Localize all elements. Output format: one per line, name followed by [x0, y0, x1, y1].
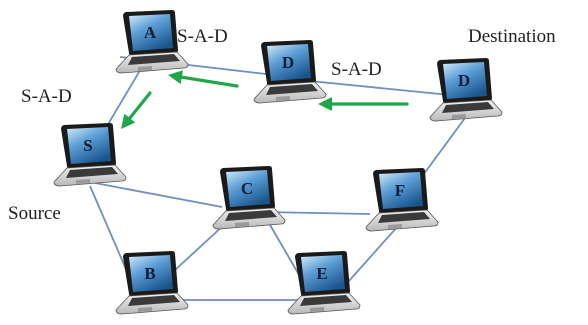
- node-label-s: S: [83, 136, 92, 155]
- laptop-node-e: E: [287, 251, 361, 315]
- node-label-b: B: [144, 264, 155, 283]
- node-label-d1: D: [282, 53, 294, 72]
- nodes-layer: A D D S C F B E: [53, 10, 503, 315]
- node-label-c: C: [241, 179, 253, 198]
- arrow-d2-d1: [318, 97, 409, 111]
- destination-label: Destination: [468, 26, 556, 47]
- link-a-s: [103, 61, 146, 132]
- node-label-f: F: [395, 181, 405, 200]
- route-label-d: S-A-D: [331, 59, 382, 80]
- link-e-f: [347, 225, 399, 283]
- laptop-node-b: B: [115, 251, 189, 315]
- laptop-node-d1: D: [253, 40, 327, 104]
- link-s-c: [94, 182, 223, 208]
- source-label: Source: [8, 203, 61, 224]
- link-d2-f: [417, 117, 466, 183]
- link-c-f: [261, 211, 371, 215]
- laptop-node-d2: D: [429, 58, 503, 122]
- route-label-s: S-A-D: [21, 86, 72, 107]
- link-c-e: [265, 217, 303, 281]
- arrows-layer: [121, 70, 409, 129]
- link-d1-d2: [299, 79, 451, 96]
- node-label-a: A: [144, 23, 157, 42]
- route-label-a: S-A-D: [177, 26, 228, 47]
- arrow-d1-a: [168, 70, 239, 88]
- laptop-node-c: C: [212, 166, 286, 230]
- node-label-d2: D: [458, 71, 470, 90]
- node-label-e: E: [316, 264, 327, 283]
- arrow-a-s: [121, 91, 152, 129]
- laptop-node-a: A: [115, 10, 189, 74]
- laptop-node-f: F: [365, 168, 439, 232]
- laptop-node-s: S: [53, 123, 127, 187]
